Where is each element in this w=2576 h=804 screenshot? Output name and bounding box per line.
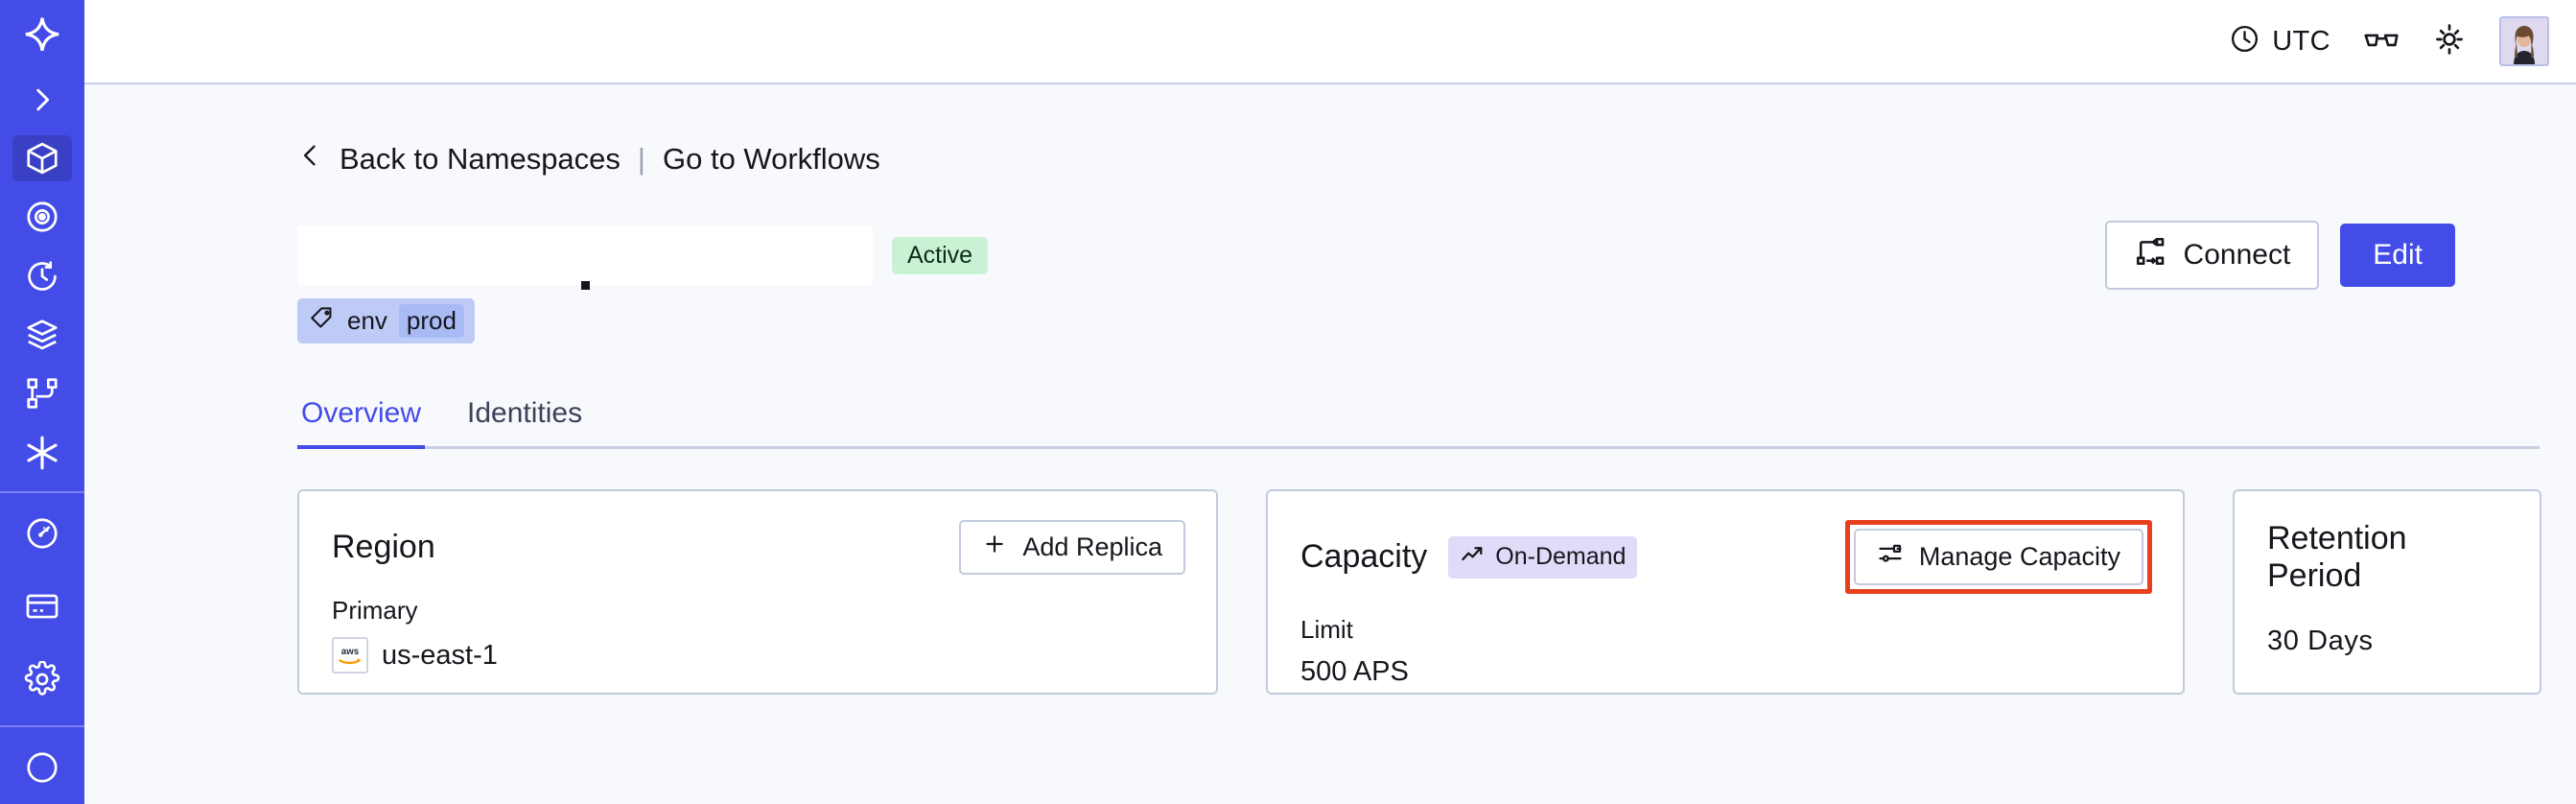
card-region-value-row: aws us-east-1 xyxy=(332,637,1185,674)
status-badge: Active xyxy=(892,236,989,274)
layers-icon xyxy=(24,317,60,353)
card-capacity: Capacity On-Demand xyxy=(1266,489,2185,695)
card-region-value: us-east-1 xyxy=(382,639,498,671)
chevron-left-icon[interactable] xyxy=(297,139,324,179)
manage-capacity-highlight: Manage Capacity xyxy=(1844,520,2152,594)
main-area: UTC xyxy=(84,0,2576,804)
cube-icon xyxy=(24,140,60,177)
app-logo[interactable] xyxy=(0,0,84,70)
connect-nodes-icon xyxy=(2134,235,2166,275)
card-region-title: Region xyxy=(332,529,435,565)
card-retention-header: Retention Period xyxy=(2267,520,2509,595)
card-region-header: Region Add Replica xyxy=(332,520,1185,575)
user-avatar-image xyxy=(2501,18,2547,64)
namespace-tags: env prod xyxy=(297,298,2576,343)
manage-capacity-label: Manage Capacity xyxy=(1918,542,2120,571)
sidebar-bottom-group xyxy=(0,497,84,804)
header-actions: Connect Edit xyxy=(2104,221,2455,290)
overview-cards: Region Add Replica xyxy=(297,489,2576,695)
tab-identities[interactable]: Identities xyxy=(467,397,583,429)
sidebar-item-namespaces[interactable] xyxy=(12,135,72,181)
clock-history-icon xyxy=(24,258,60,295)
top-bar: UTC xyxy=(84,0,2576,84)
sidebar-item-settings[interactable] xyxy=(12,650,72,709)
avatar[interactable] xyxy=(2499,16,2549,66)
tag-key: env xyxy=(347,306,387,335)
reading-mode-button[interactable] xyxy=(2363,21,2400,62)
plus-icon xyxy=(982,532,1007,563)
sidebar-expand-button[interactable] xyxy=(0,70,84,129)
tag-icon xyxy=(309,304,336,338)
sidebar-item-billing[interactable] xyxy=(12,577,72,636)
temporal-star-logo-icon xyxy=(21,14,63,57)
asterisk-icon xyxy=(22,433,62,473)
card-region-action: Add Replica xyxy=(959,520,1185,575)
timezone-selector[interactable]: UTC xyxy=(2229,23,2330,59)
chevron-right-icon xyxy=(26,83,59,116)
aws-logo-icon: aws xyxy=(332,637,368,674)
sidebar-divider-bottom xyxy=(0,725,84,727)
tag-value: prod xyxy=(398,304,464,338)
sidebar-item-usage[interactable] xyxy=(12,504,72,563)
sidebar-item-nexus[interactable] xyxy=(12,430,72,475)
breadcrumb-separator: | xyxy=(637,142,645,176)
capacity-mode-label: On-Demand xyxy=(1495,543,1627,570)
connect-button-label: Connect xyxy=(2183,239,2291,271)
sun-icon xyxy=(2432,22,2467,61)
card-retention-title: Retention Period xyxy=(2267,520,2407,594)
breadcrumb-workflows-link[interactable]: Go to Workflows xyxy=(662,142,880,176)
timezone-label: UTC xyxy=(2272,25,2330,57)
breadcrumb-back-link[interactable]: Back to Namespaces xyxy=(340,142,621,176)
card-capacity-title: Capacity xyxy=(1300,538,1428,575)
sidebar-divider-top xyxy=(0,491,84,493)
reading-glasses-icon xyxy=(2363,21,2400,62)
page-title xyxy=(297,225,873,290)
tab-overview[interactable]: Overview xyxy=(297,397,426,449)
sliders-icon xyxy=(1877,540,1904,574)
sidebar-item-help[interactable] xyxy=(12,738,72,797)
card-region: Region Add Replica xyxy=(297,489,1218,695)
sidebar-item-batch-operations[interactable] xyxy=(12,312,72,357)
add-replica-button[interactable]: Add Replica xyxy=(959,520,1185,575)
card-region-sublabel: Primary xyxy=(332,596,418,625)
svg-text:aws: aws xyxy=(341,647,359,657)
eye-spiral-icon xyxy=(24,199,60,235)
card-capacity-header: Capacity On-Demand xyxy=(1300,520,2152,594)
sidebar-item-observability[interactable] xyxy=(12,195,72,240)
clock-icon xyxy=(2229,23,2260,59)
card-retention-period: Retention Period 30 Days xyxy=(2233,489,2541,695)
card-capacity-sublabel: Limit xyxy=(1300,615,1353,644)
theme-toggle-button[interactable] xyxy=(2432,22,2467,61)
gear-icon xyxy=(24,661,60,698)
git-branch-icon xyxy=(24,375,60,412)
card-retention-value: 30 Days xyxy=(2267,626,2374,656)
edit-button[interactable]: Edit xyxy=(2340,224,2455,287)
credit-card-icon xyxy=(24,588,60,625)
gauge-icon xyxy=(24,515,60,552)
help-circle-icon xyxy=(24,749,60,786)
card-capacity-value: 500 APS xyxy=(1300,656,1409,687)
tag-env[interactable]: env prod xyxy=(297,298,475,343)
breadcrumb: Back to Namespaces | Go to Workflows xyxy=(297,139,880,179)
sidebar-item-schedules[interactable] xyxy=(12,253,72,298)
sidebar-item-workflows[interactable] xyxy=(12,371,72,416)
tab-bar: Overview Identities xyxy=(297,397,2540,449)
add-replica-label: Add Replica xyxy=(1022,532,1162,561)
trending-up-icon xyxy=(1460,542,1486,573)
sidebar xyxy=(0,0,84,804)
manage-capacity-button[interactable]: Manage Capacity xyxy=(1853,529,2143,585)
connect-button[interactable]: Connect xyxy=(2104,221,2320,290)
capacity-mode-badge: On-Demand xyxy=(1448,535,1638,579)
page-content: Back to Namespaces | Go to Workflows Act… xyxy=(84,84,2576,804)
namespace-header-row: Active Connect Edit xyxy=(297,221,2576,290)
